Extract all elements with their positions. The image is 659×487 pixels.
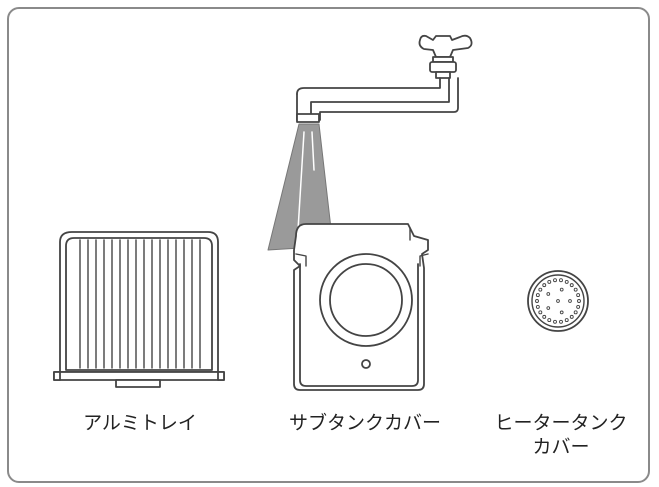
heater-hole — [576, 304, 581, 309]
heater-hole — [568, 299, 572, 303]
heater-hole — [535, 304, 540, 309]
heater-hole — [556, 299, 560, 303]
heater-hole — [542, 283, 547, 288]
heater-hole — [576, 293, 581, 298]
heater-hole — [535, 293, 540, 298]
heater-hole — [535, 299, 539, 303]
aluminum-tray-icon — [53, 231, 225, 388]
heater-hole — [547, 318, 552, 323]
heater-hole — [569, 314, 574, 319]
heater-hole — [577, 299, 581, 303]
heater-hole — [538, 310, 543, 315]
heater-hole — [553, 278, 557, 283]
heater-hole — [569, 283, 574, 288]
heater-hole — [546, 292, 551, 296]
sub-tank-cover-icon — [293, 223, 429, 391]
heater-hole — [573, 287, 578, 292]
water-stream-icon — [267, 123, 334, 251]
heater-hole — [559, 278, 563, 283]
label-heater-tank-cover-line2: カバー — [532, 436, 590, 458]
diagram-frame — [7, 7, 650, 483]
heater-hole — [538, 287, 543, 292]
heater-hole — [564, 318, 569, 323]
heater-hole — [564, 279, 569, 284]
heater-hole — [559, 287, 564, 292]
heater-hole — [573, 310, 578, 315]
heater-tank-cover-icon — [527, 270, 589, 332]
heater-hole — [553, 319, 557, 324]
heater-hole — [542, 314, 547, 319]
heater-hole — [546, 306, 551, 310]
heater-tank-cover-holes — [535, 278, 581, 324]
faucet-icon — [296, 34, 473, 123]
heater-hole — [559, 319, 563, 324]
label-heater-tank-cover-line1: ヒータータンク — [494, 412, 628, 434]
heater-hole — [559, 310, 564, 315]
label-aluminum-tray: アルミトレイ — [83, 412, 197, 434]
heater-hole — [547, 279, 552, 284]
label-sub-tank-cover: サブタンクカバー — [288, 412, 441, 434]
